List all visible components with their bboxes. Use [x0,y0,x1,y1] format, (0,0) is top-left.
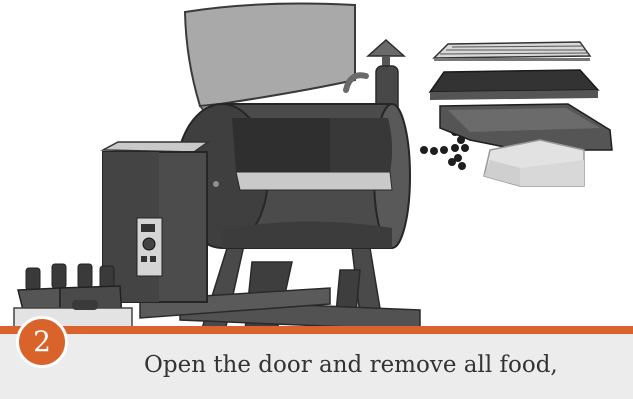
grill-barrel [176,104,410,248]
instruction-text: Open the door and remove all food, [144,352,558,378]
heat-shield [484,140,584,186]
grill-grate [434,42,590,61]
step-number-badge: 2 [16,316,68,368]
pellet-hopper [103,142,208,302]
lid-handle [346,75,366,90]
drip-tray [430,70,598,100]
grill-lid [185,4,355,114]
